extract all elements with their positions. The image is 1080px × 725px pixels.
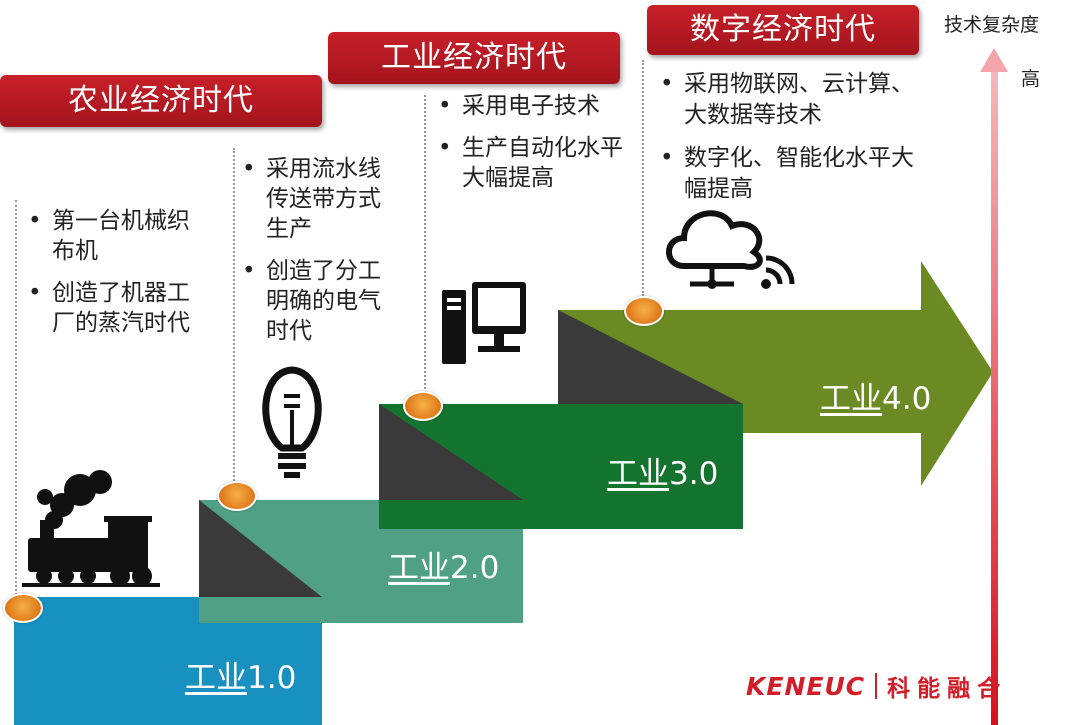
stage-4-arrow [558,261,993,486]
list-item: 采用电子技术 [438,91,628,121]
list-item: 采用物联网、云计算、大数据等技术 [660,69,928,131]
stage-1-bullets: 第一台机械织布机 创造了机器工厂的蒸汽时代 [28,206,198,350]
axis-high-label: 高 [1021,68,1041,90]
stage-4-bullets: 采用物联网、云计算、大数据等技术 数字化、智能化水平大幅提高 [660,69,928,217]
axis-title: 技术复杂度 [944,14,1040,36]
brand-logo: KENEUC 科能融合 [746,668,1007,704]
brand-name-en: KENEUC [746,671,866,701]
list-item: 创造了机器工厂的蒸汽时代 [28,278,198,338]
stage-4-leader-line [642,60,644,296]
list-item: 创造了分工明确的电气时代 [242,256,402,346]
stage-2-milestone-dot [217,481,257,511]
stage-1-label: 工业1.0 [185,660,297,696]
list-item: 采用流水线传送带方式生产 [242,154,402,244]
stage-1-leader-line [15,200,17,595]
stage-2-leader-line [233,148,235,488]
complexity-axis-arrowhead [980,48,1008,72]
era-industrial-banner: 工业经济时代 [328,32,620,84]
list-item: 数字化、智能化水平大幅提高 [660,143,928,205]
complexity-axis-shaft [991,68,998,725]
stage-3-leader-line [424,95,426,393]
era-agricultural-banner: 农业经济时代 [0,75,322,127]
stage-3-shadow [379,404,523,500]
list-item: 生产自动化水平大幅提高 [438,133,628,193]
light-bulb-icon [262,366,322,478]
brand-name-cn: 科能融合 [887,676,1008,702]
stage-3-bullets: 采用电子技术 生产自动化水平大幅提高 [438,91,628,205]
stage-3-milestone-dot [403,391,443,421]
stage-2-shadow [199,500,322,597]
cloud-wifi-icon [666,210,795,289]
stage-2-bullets: 采用流水线传送带方式生产 创造了分工明确的电气时代 [242,154,402,358]
brand-separator [875,673,878,699]
stage-3-label: 工业3.0 [607,456,719,492]
stage-2-label: 工业2.0 [388,550,500,586]
steam-locomotive-icon [22,470,160,587]
desktop-computer-icon [442,282,526,364]
stage-4-milestone-dot [624,296,664,326]
stage-4-label: 工业4.0 [820,381,932,417]
stage-1-milestone-dot [3,593,43,623]
list-item: 第一台机械织布机 [28,206,198,266]
era-digital-banner: 数字经济时代 [647,5,919,55]
stage-4-shadow [558,310,743,404]
